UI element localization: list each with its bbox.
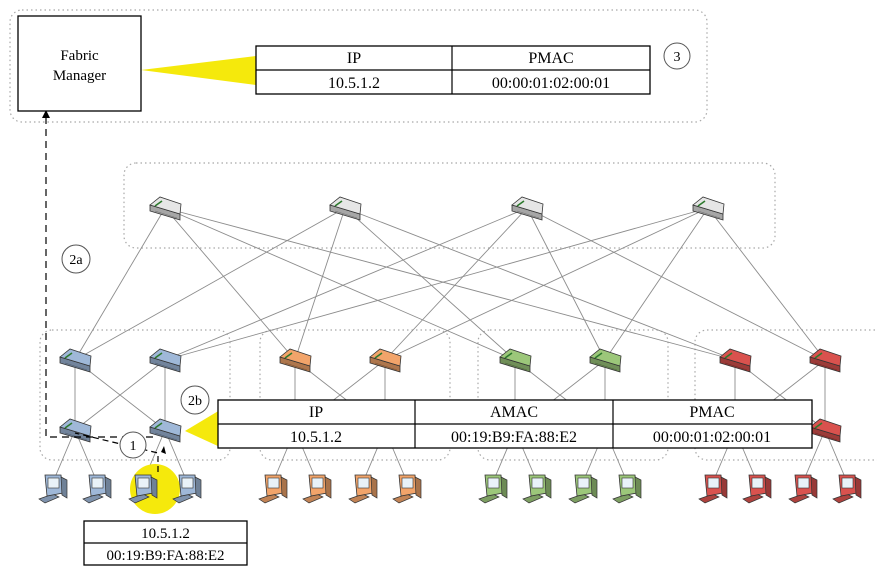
switch-table-header-amac: AMAC — [490, 404, 538, 421]
switch-table-value-amac: 00:19:B9:FA:88:E2 — [451, 429, 577, 446]
host-table-mac: 00:19:B9:FA:88:E2 — [106, 548, 224, 564]
aggregation-switch-network-switch-icon — [59, 348, 92, 373]
aggregation-switch-network-switch-icon — [499, 348, 532, 373]
step-3-label: 3 — [674, 50, 681, 65]
network-link — [344, 207, 736, 361]
pod-1-boundary — [39, 329, 231, 461]
network-link — [164, 207, 736, 361]
network-link — [384, 207, 528, 361]
host-to-edge-path — [74, 432, 159, 472]
aggregation-switch-network-switch-icon — [279, 348, 312, 373]
host-desktop-computer-icon — [348, 474, 378, 504]
aggregation-switch-network-switch-icon — [809, 348, 842, 373]
host-desktop-computer-icon — [568, 474, 598, 504]
host-desktop-computer-icon — [128, 474, 158, 504]
switch-callout-wedge — [185, 410, 220, 447]
network-link — [526, 207, 826, 361]
host-desktop-computer-icon — [172, 474, 202, 504]
network-link — [74, 207, 346, 361]
step-2b-marker — [180, 385, 210, 415]
hosts-layer — [38, 474, 862, 504]
fm-callout-wedge — [141, 56, 256, 85]
host-desktop-computer-icon — [478, 474, 508, 504]
switch-table-header-pmac: PMAC — [689, 404, 734, 421]
fabric-manager-boundary — [9, 9, 708, 123]
host-desktop-computer-icon — [612, 474, 642, 504]
host-table-ip: 10.5.1.2 — [141, 526, 190, 542]
network-link — [384, 207, 709, 361]
step-2b-label: 2b — [188, 394, 202, 409]
step-1-label: 1 — [130, 439, 137, 454]
network-link — [164, 207, 296, 361]
step-2a-label: 2a — [69, 253, 83, 268]
fm-table-header-ip: IP — [347, 50, 361, 67]
aggregation-switch-network-switch-icon — [149, 348, 182, 373]
core-layer-boundary — [123, 162, 776, 249]
network-link — [707, 207, 826, 361]
edge-switch-table: IP AMAC PMAC 10.5.1.2 00:19:B9:FA:88:E2 … — [217, 399, 813, 449]
aggregation-switch-network-switch-icon — [589, 348, 622, 373]
host-desktop-computer-icon — [832, 474, 862, 504]
core-switch-network-switch-icon — [692, 196, 725, 221]
pod-4-boundary — [694, 329, 877, 461]
step-1-marker — [119, 431, 147, 459]
host-desktop-computer-icon — [302, 474, 332, 504]
network-link — [526, 207, 606, 361]
host-desktop-computer-icon — [392, 474, 422, 504]
edge-switch-network-switch-icon — [809, 418, 842, 443]
host-address-table: 10.5.1.2 00:19:B9:FA:88:E2 — [83, 520, 248, 566]
network-link — [74, 359, 166, 431]
step-2a-marker — [61, 244, 91, 274]
network-link — [164, 207, 516, 361]
arrowhead-fabric-manager — [42, 110, 50, 118]
network-link — [52, 429, 76, 483]
core-switch-network-switch-icon — [511, 196, 544, 221]
edge-switch-network-switch-icon — [149, 418, 182, 443]
fabric-manager-label-1: Fabric — [60, 48, 99, 64]
host-desktop-computer-icon — [742, 474, 772, 504]
network-link — [74, 207, 166, 361]
host-desktop-computer-icon — [788, 474, 818, 504]
pod-3-boundary — [477, 329, 669, 461]
fabric-manager-label-2: Manager — [53, 68, 106, 84]
core-switch-network-switch-icon — [329, 196, 362, 221]
host-desktop-computer-icon — [522, 474, 552, 504]
aggregation-switch-network-switch-icon — [369, 348, 402, 373]
arp-to-fabric-manager-path — [45, 116, 153, 438]
host-desktop-computer-icon — [82, 474, 112, 504]
core-switch-network-switch-icon — [149, 196, 182, 221]
network-link — [294, 207, 346, 361]
network-link — [164, 207, 709, 361]
switch-table-header-ip: IP — [309, 404, 323, 421]
fm-table-value-pmac: 00:00:01:02:00:01 — [492, 75, 610, 92]
network-link — [164, 207, 528, 361]
host-desktop-computer-icon — [258, 474, 288, 504]
edge-switch-network-switch-icon — [59, 418, 92, 443]
fm-table-value-ip: 10.5.1.2 — [328, 75, 380, 92]
network-link — [802, 429, 826, 483]
fabric-manager-box — [17, 15, 142, 112]
host-desktop-computer-icon — [38, 474, 68, 504]
arrowhead-edge-switch — [161, 446, 166, 454]
step-3-marker — [663, 42, 691, 70]
aggregation-switch-network-switch-icon — [719, 348, 752, 373]
network-link — [344, 207, 516, 361]
fm-table-header-pmac: PMAC — [528, 50, 573, 67]
network-link — [604, 207, 709, 361]
switch-table-value-ip: 10.5.1.2 — [290, 429, 342, 446]
fabric-manager-table: IP PMAC 10.5.1.2 00:00:01:02:00:01 — [255, 45, 651, 95]
host-desktop-computer-icon — [698, 474, 728, 504]
pod-2-boundary — [259, 329, 451, 461]
switch-table-value-pmac: 00:00:01:02:00:01 — [653, 429, 771, 446]
